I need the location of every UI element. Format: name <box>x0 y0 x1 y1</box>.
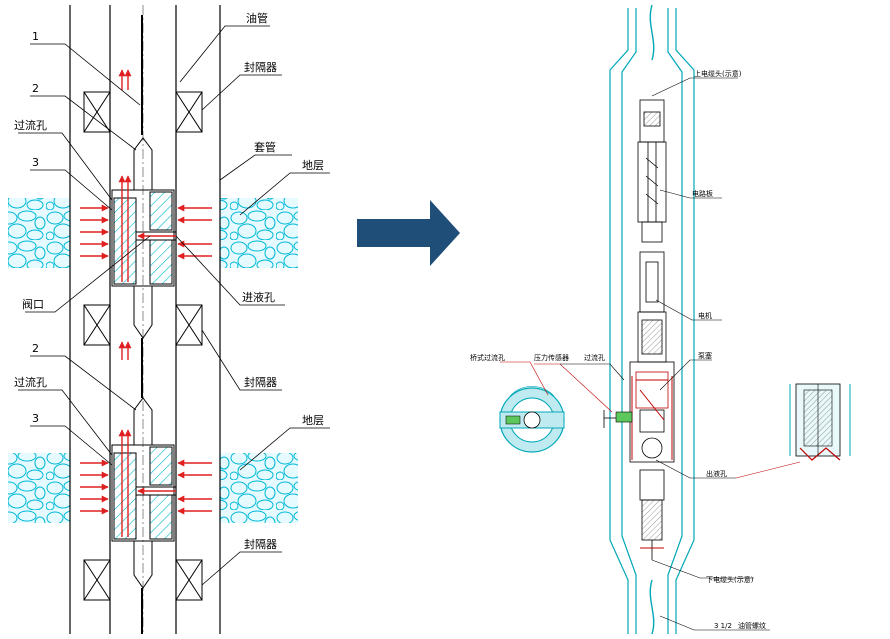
label-upper-cable-head: 上电缆头(示意) <box>694 69 742 78</box>
upper-tool <box>111 15 176 398</box>
right-diagram: 上电缆头(示意) 电路板 电机 泵塞 桥式过流孔 压力传感器 过流孔 出液孔 下… <box>470 4 858 635</box>
label-flow-hole: 过流孔 <box>584 353 605 362</box>
label-pressure-sensor: 压力传感器 <box>534 353 569 362</box>
transition-arrow <box>357 200 460 266</box>
right-labels: 上电缆头(示意) 电路板 电机 泵塞 桥式过流孔 压力传感器 过流孔 出液孔 下… <box>470 69 766 630</box>
internal-flow-markers <box>631 376 673 549</box>
sensor-block <box>603 410 633 428</box>
left-leaders <box>18 25 330 586</box>
label-motor: 电机 <box>698 311 712 320</box>
label-tubing: 油管 <box>246 11 268 25</box>
packer-3 <box>83 559 203 601</box>
left-diagram: 1 2 过流孔 3 阀口 2 过流孔 3 油管 封隔器 套管 地层 进液孔 封隔… <box>8 5 330 634</box>
tool-internals <box>629 99 675 560</box>
label-packer-3: 封隔器 <box>244 537 277 551</box>
formation-top <box>8 198 298 268</box>
label-circuit-board: 电路板 <box>692 189 713 198</box>
label-tubing-fraction: 3 1/2 <box>714 622 732 630</box>
label-3-bottom: 3 <box>32 412 39 425</box>
packer-1 <box>83 91 203 133</box>
casing <box>69 5 221 634</box>
cable-bottom <box>649 579 655 635</box>
label-1: 1 <box>32 30 39 43</box>
inflow-arrows-bottom <box>80 429 212 537</box>
label-2-top: 2 <box>32 82 39 95</box>
label-flow-hole-top: 过流孔 <box>14 118 47 132</box>
outlet-detail <box>778 380 858 461</box>
label-tubing-thread: 油管螺纹 <box>738 621 766 630</box>
cable-top <box>649 4 655 61</box>
label-pump: 泵塞 <box>698 351 712 360</box>
label-flow-hole-bottom: 过流孔 <box>14 375 47 389</box>
label-2-bottom: 2 <box>32 342 39 355</box>
right-leaders <box>500 77 801 631</box>
packer-2 <box>83 304 203 346</box>
inflow-arrows-top <box>80 69 212 360</box>
label-packer-2: 封隔器 <box>244 375 277 389</box>
tool-housing <box>609 8 695 634</box>
left-labels: 1 2 过流孔 3 阀口 2 过流孔 3 油管 封隔器 套管 地层 进液孔 封隔… <box>14 11 324 551</box>
label-outlet-hole: 出液孔 <box>706 469 727 478</box>
label-bridge-flow-hole: 桥式过流孔 <box>470 353 505 362</box>
label-inlet-hole: 进液孔 <box>242 290 275 304</box>
formation-bottom <box>8 453 298 523</box>
label-formation-bottom: 地层 <box>302 414 324 427</box>
label-formation-top: 地层 <box>302 159 324 172</box>
label-lower-cable-head: 下电缆头(示意) <box>706 575 754 584</box>
label-casing: 套管 <box>254 140 276 154</box>
label-packer-1: 封隔器 <box>244 60 277 74</box>
lower-tool <box>111 397 176 634</box>
label-3-top: 3 <box>32 156 39 169</box>
bridge-cross-section <box>499 386 565 453</box>
label-valve-port: 阀口 <box>22 297 44 311</box>
